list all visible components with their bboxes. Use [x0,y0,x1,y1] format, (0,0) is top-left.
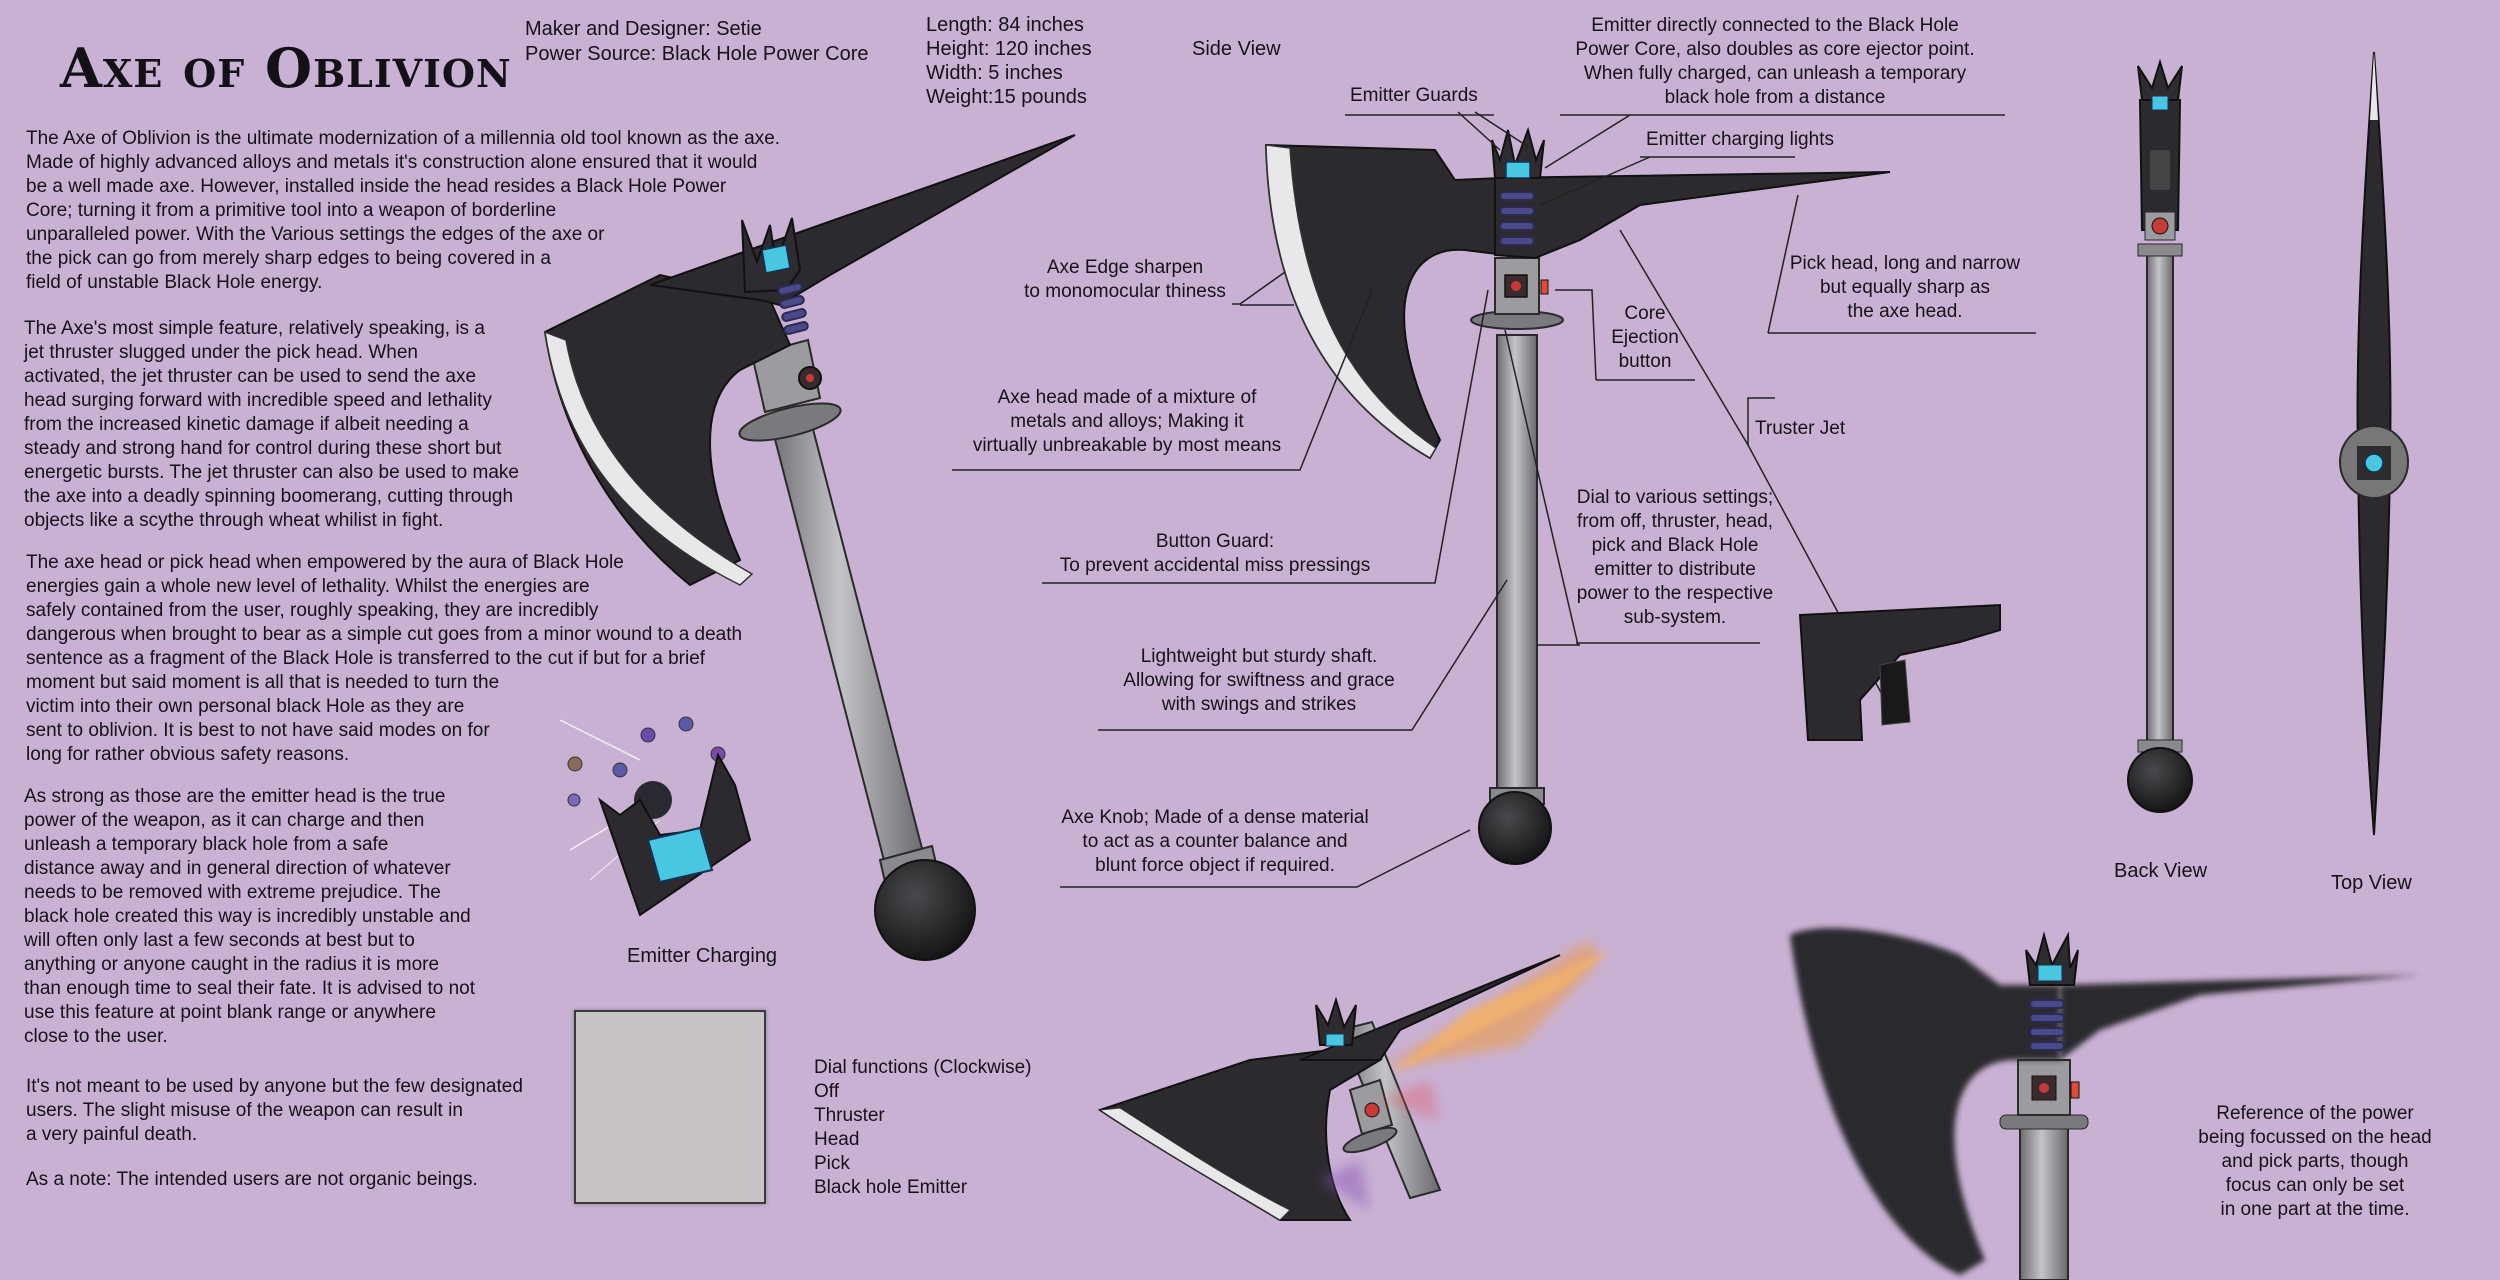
label-shaft: Lightweight but sturdy shaft. Allowing f… [1123,646,1395,715]
power-reference-axe-illustration [1790,927,2420,1280]
main-axe-charging-coils [777,282,809,335]
dial-functions-title: Dial functions (Clockwise) [814,1057,1032,1078]
weight-line: Weight:15 pounds [926,86,1087,108]
label-axe-edge: Axe Edge sharpen to monomocular thiness [1024,257,1226,302]
side-axe-charging-coils [1499,191,1535,246]
dial-functions-list: Dial functions (Clockwise) Off Thruster … [814,1056,1032,1200]
dial-function-item: Off [814,1081,839,1102]
width-line: Width: 5 inches [926,62,1063,84]
side-axe-pick [1494,171,1891,260]
main-axe-button-guard [738,402,842,442]
main-axe-core-light [806,374,814,382]
dial-function-item: Pick [814,1153,850,1174]
power-source-line: Power Source: Black Hole Power Core [525,43,869,65]
side-view-axe-illustration [1264,126,1891,865]
side-axe-emitter-crystal [1505,161,1531,179]
side-axe-emitter-guards [1491,126,1545,179]
label-power-reference: Reference of the power being focussed on… [2198,1103,2432,1220]
emitter-charging-illustration [559,716,752,917]
jet-thruster-paragraph: The Axe's most simple feature, relativel… [24,318,519,531]
label-emitter-charging-lights: Emitter charging lights [1646,129,1834,150]
emitter-paragraph: As strong as those are the emitter head … [24,786,475,1047]
label-axe-head: Axe head made of a mixture of metals and… [972,387,1282,456]
jet-action-axe-illustration [1097,940,1610,1221]
side-view-caption: Side View [1192,38,1281,60]
label-core-ejection-button: Core Ejection button [1611,303,1679,372]
note-paragraph: As a note: The intended users are not or… [26,1169,478,1190]
back-view-caption: Back View [2114,860,2208,882]
top-view-caption: Top View [2331,872,2412,894]
dial-function-item: Thruster [814,1105,885,1126]
main-axe-blade-edge [544,330,754,586]
label-emitter-core: Emitter directly connected to the Black … [1575,15,1975,108]
intro-paragraph: The Axe of Oblivion is the ultimate mode… [26,128,781,293]
height-line: Height: 120 inches [926,38,1092,60]
side-axe-shaft [1496,334,1538,796]
length-line: Length: 84 inches [926,14,1084,36]
label-axe-knob: Axe Knob; Made of a dense material to ac… [1061,807,1369,876]
maker-line: Maker and Designer: Setie [525,18,762,40]
side-axe-core-eject-button [1540,279,1549,295]
side-view-leader-lines [952,111,2036,888]
warning-paragraph: It's not meant to be used by anyone but … [26,1076,523,1145]
top-view-illustration [2339,51,2409,836]
page-title: Axe of Oblivion [60,36,512,100]
dial-function-item: Black hole Emitter [814,1177,968,1198]
side-axe-blade-edge [1265,144,1438,460]
main-axe-shaft [768,408,927,874]
dial-box-frame [574,1010,766,1204]
black-hole-energy-paragraph: The axe head or pick head when empowered… [26,552,743,765]
side-axe-knob [1478,791,1552,865]
emitter-charging-caption: Emitter Charging [627,945,778,967]
maker-info: Maker and Designer: Setie Power Source: … [525,17,868,67]
dial-function-item: Head [814,1129,860,1150]
main-axe-blade [543,273,792,587]
dimensions-block: Length: 84 inches Height: 120 inches Wid… [926,13,1092,109]
label-emitter-guards: Emitter Guards [1350,85,1478,106]
truster-jet-detail-illustration [1798,603,2001,741]
back-view-illustration [2127,58,2193,813]
main-axe-knob [874,859,976,961]
label-dial: Dial to various settings; from off, thru… [1576,487,1774,628]
label-truster-jet: Truster Jet [1755,418,1846,439]
main-axe-illustration [543,134,1076,961]
label-pick-head: Pick head, long and narrow but equally s… [1789,253,2021,322]
label-button-guard: Button Guard: To prevent accidental miss… [1059,531,1371,576]
main-axe-emitter-crystal [761,244,791,274]
